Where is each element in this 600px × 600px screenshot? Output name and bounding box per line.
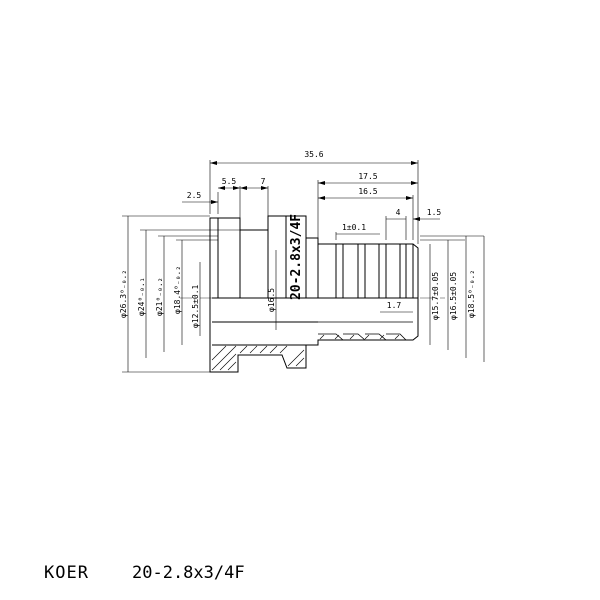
dim-dia-21: φ21⁰₋₀.₂ (155, 277, 164, 316)
barb-teeth (318, 321, 413, 341)
dim-barb-16-5: 16.5 (358, 187, 377, 196)
dim-step-7: 7 (261, 177, 266, 186)
horizontal-dimensions (182, 160, 440, 313)
part-outline (209, 215, 419, 373)
footer-brand: KOER (44, 563, 89, 583)
dim-dia-16-5-outer: φ16.5±0.05 (449, 272, 458, 320)
dim-dia-24: φ24⁰₋₀.₁ (137, 277, 146, 316)
dim-dia-26-3: φ26.3⁰₋₀.₂ (119, 270, 128, 318)
diameter-dim-labels: φ26.3⁰₋₀.₂ φ24⁰₋₀.₁ φ21⁰₋₀.₂ φ18.4⁰₋₀.₂ … (119, 266, 476, 328)
part-marking: 20-2.8x3/4F (289, 214, 304, 300)
dim-dia-16-5-inner: φ16.5 (267, 288, 276, 312)
dim-dia-18-4: φ18.4⁰₋₀.₂ (173, 266, 182, 314)
arrowheads (210, 161, 420, 221)
dim-wall-1-7: 1.7 (387, 301, 402, 310)
dim-end-1-5: 1.5 (427, 208, 442, 217)
horizontal-dimension-labels: 35.6 2.5 5.5 7 17.5 16.5 1±0.1 4 1.5 1.7 (187, 150, 442, 310)
footer: KOER 20-2.8x3/4F (44, 563, 245, 583)
bore-lines (212, 321, 318, 346)
dim-overall-length: 35.6 (304, 150, 323, 159)
diameter-dim-lines (122, 215, 485, 373)
dim-barb-17-5: 17.5 (358, 172, 377, 181)
dim-dia-12-5: φ12.5±0.1 (191, 284, 200, 328)
dim-step-2-5: 2.5 (187, 191, 202, 200)
dim-pitch-4: 4 (396, 208, 401, 217)
section-hatch (211, 334, 400, 371)
dim-dia-18-5: φ18.5⁰₋₀.₂ (467, 270, 476, 318)
footer-model: 20-2.8x3/4F (132, 563, 245, 583)
dim-step-5-5: 5.5 (222, 177, 237, 186)
dim-groove-1: 1±0.1 (342, 223, 366, 232)
dim-dia-15-7: φ15.7±0.05 (431, 272, 440, 320)
